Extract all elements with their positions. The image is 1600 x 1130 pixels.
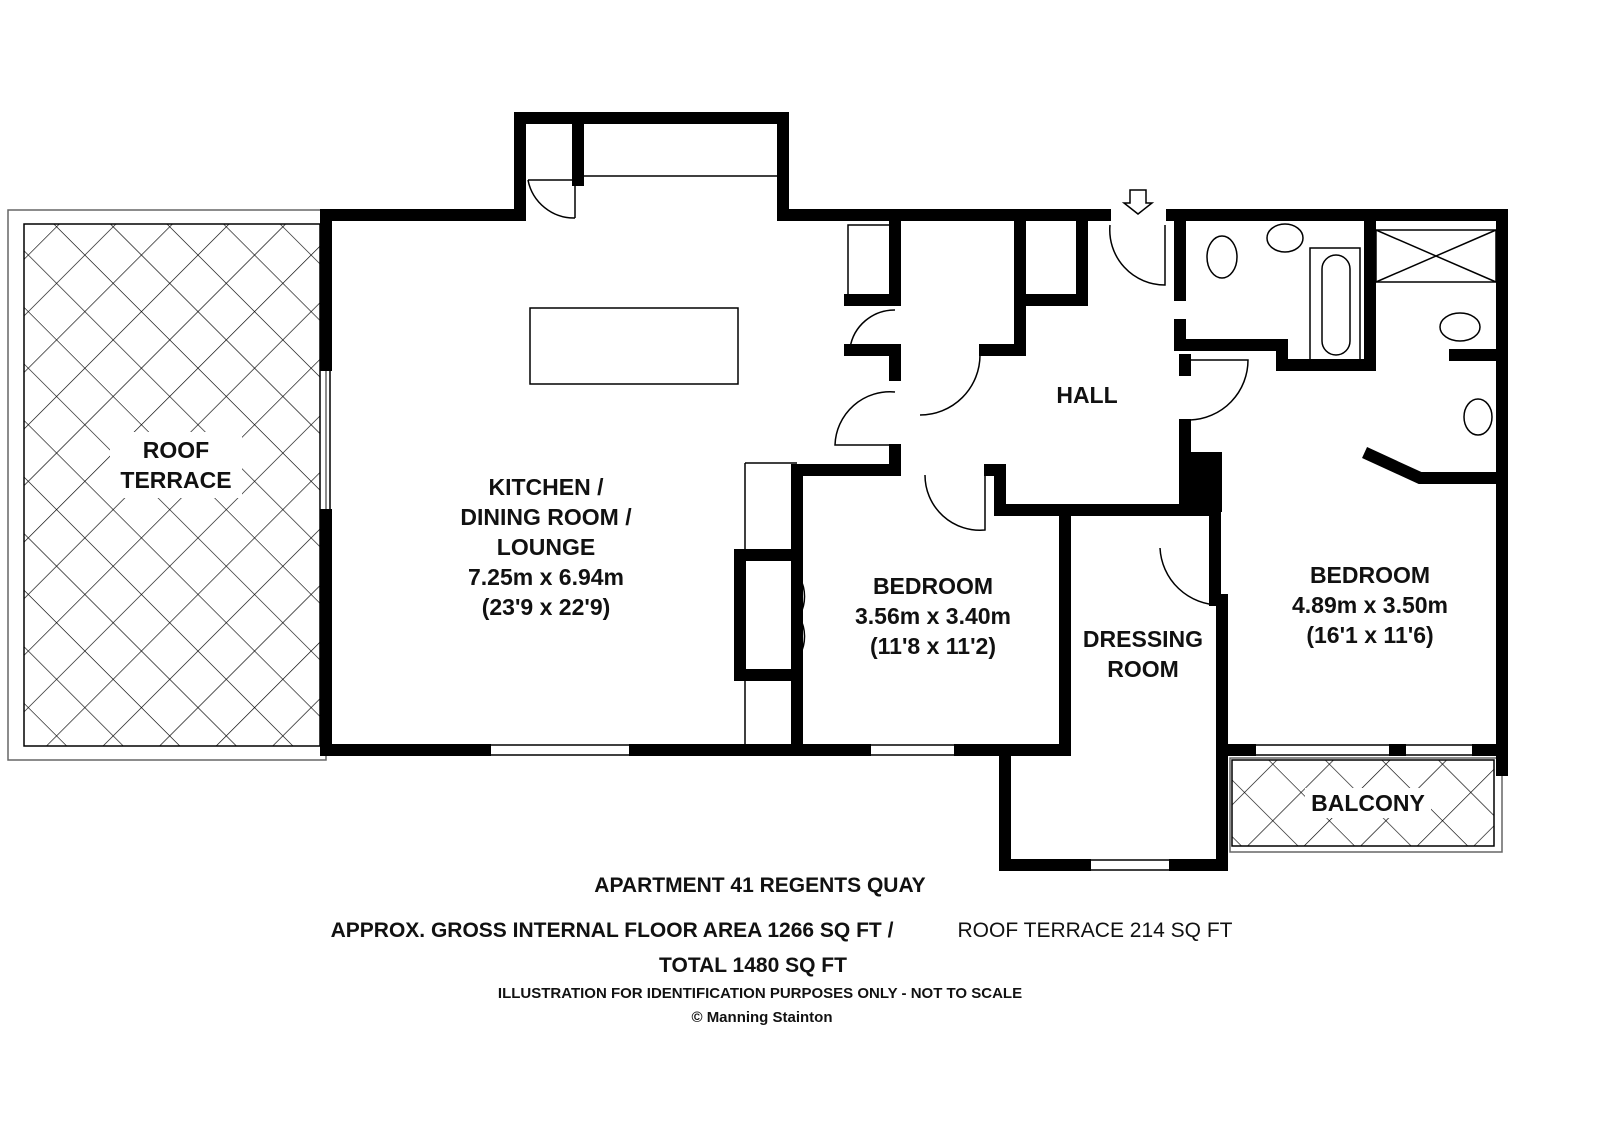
toilet-icon: [1206, 235, 1238, 279]
bedroom1-metric: 3.56m x 3.40m: [855, 603, 1011, 629]
bedroom1-label: BEDROOM: [873, 573, 993, 599]
bath-icon: [1309, 247, 1361, 367]
sink-icon: [1266, 223, 1304, 253]
doors: [527, 179, 1249, 656]
hall-label: HALL: [1056, 382, 1117, 408]
dressing-label-2: ROOM: [1107, 656, 1179, 682]
shower-icon: [1375, 229, 1497, 283]
disclaimer: ILLUSTRATION FOR IDENTIFICATION PURPOSES…: [498, 985, 1022, 1002]
roof-terrace: [7, 209, 327, 761]
copyright: © Manning Stainton: [691, 1009, 832, 1026]
kitchen-label-2: DINING ROOM /: [460, 504, 632, 530]
total-area: TOTAL 1480 SQ FT: [659, 954, 847, 977]
toilet-icon-2: [1439, 312, 1481, 342]
entrance-arrow-icon: [1121, 189, 1155, 215]
windows: [320, 117, 1479, 871]
footer: APARTMENT 41 REGENTS QUAY APPROX. GROSS …: [331, 874, 1233, 1026]
kitchen-label: KITCHEN /: [489, 474, 605, 500]
bedroom2-label: BEDROOM: [1310, 562, 1430, 588]
fixtures: [529, 223, 1497, 436]
sink-icon-2: [1463, 398, 1493, 436]
area-main: APPROX. GROSS INTERNAL FLOOR AREA 1266 S…: [331, 919, 894, 942]
room-labels: ROOF TERRACE KITCHEN / DINING ROOM / LOU…: [120, 382, 1448, 816]
roof-terrace-label: ROOF: [143, 437, 209, 463]
bedroom2-metric: 4.89m x 3.50m: [1292, 592, 1448, 618]
balcony-area: [1229, 757, 1503, 853]
kitchen-label-3: LOUNGE: [497, 534, 595, 560]
apartment-title: APARTMENT 41 REGENTS QUAY: [594, 874, 925, 897]
balcony-label: BALCONY: [1311, 790, 1425, 816]
bedroom2-imperial: (16'1 x 11'6): [1306, 622, 1433, 648]
area-terrace: ROOF TERRACE 214 SQ FT: [958, 919, 1233, 942]
bedroom1-imperial: (11'8 x 11'2): [870, 633, 996, 659]
walls: [320, 112, 1508, 871]
kitchen-metric: 7.25m x 6.94m: [468, 564, 624, 590]
kitchen-imperial: (23'9 x 22'9): [482, 594, 611, 620]
kitchen-island: [529, 307, 739, 385]
dressing-label: DRESSING: [1083, 626, 1203, 652]
roof-terrace-label-2: TERRACE: [120, 467, 231, 493]
